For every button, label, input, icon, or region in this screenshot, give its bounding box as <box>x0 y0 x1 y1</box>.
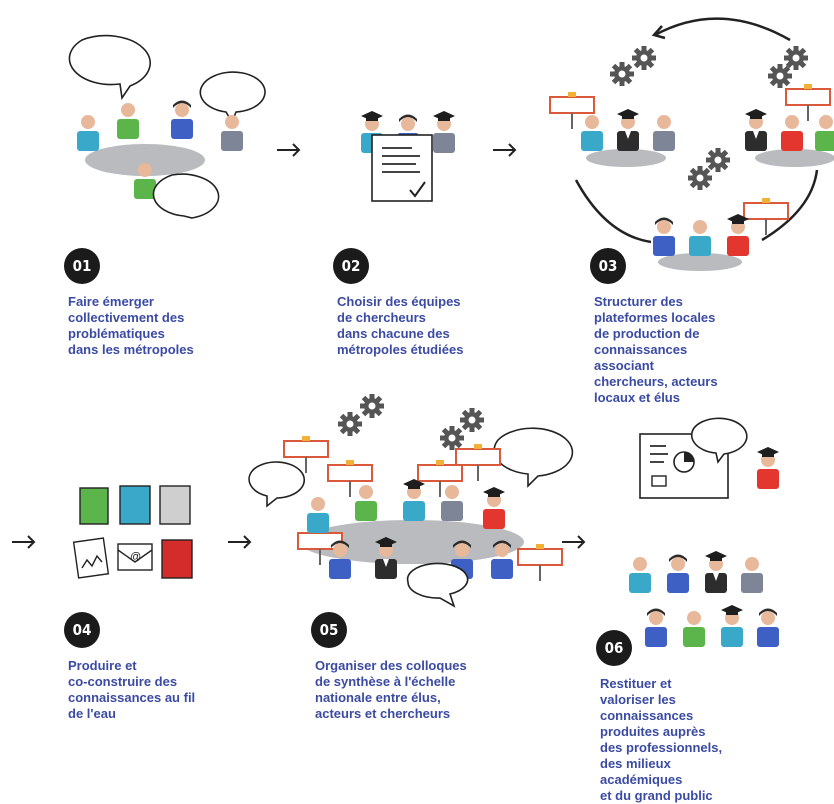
step-4-badge: 04 <box>64 612 100 648</box>
step-5-text: Organiser des colloques de synthèse à l'… <box>315 658 467 721</box>
step-2-text: Choisir des équipes de chercheurs dans c… <box>337 294 464 357</box>
step-5-illustration <box>248 394 574 608</box>
speech-bubble-icon <box>68 34 152 101</box>
step-5-badge: 05 <box>311 612 347 648</box>
step-4-illustration: @ <box>72 485 193 579</box>
arrow-icon <box>277 143 301 157</box>
step-2-illustration <box>361 111 455 202</box>
step-1-badge: 01 <box>64 248 100 284</box>
step-3-badge: 03 <box>590 248 626 284</box>
step-3-text: Structurer des plateformes locales de pr… <box>594 294 718 405</box>
step-2-badge: 02 <box>333 248 369 284</box>
step-4-text: Produire et co-construire des connaissan… <box>68 658 196 721</box>
step-6-illustration <box>629 417 779 647</box>
step-1-illustration <box>68 34 266 219</box>
envelope-icon <box>117 543 153 571</box>
step-6-text: Restituer et valoriser les connaissances… <box>600 676 723 803</box>
step-1-text: Faire émerger collectivement des problém… <box>68 294 194 357</box>
svg-text:@: @ <box>130 551 141 563</box>
step-3-illustration <box>549 17 834 271</box>
table <box>85 144 205 176</box>
document-icon <box>371 134 433 202</box>
step-6-badge: 06 <box>596 630 632 666</box>
notebook-icon <box>79 487 109 525</box>
